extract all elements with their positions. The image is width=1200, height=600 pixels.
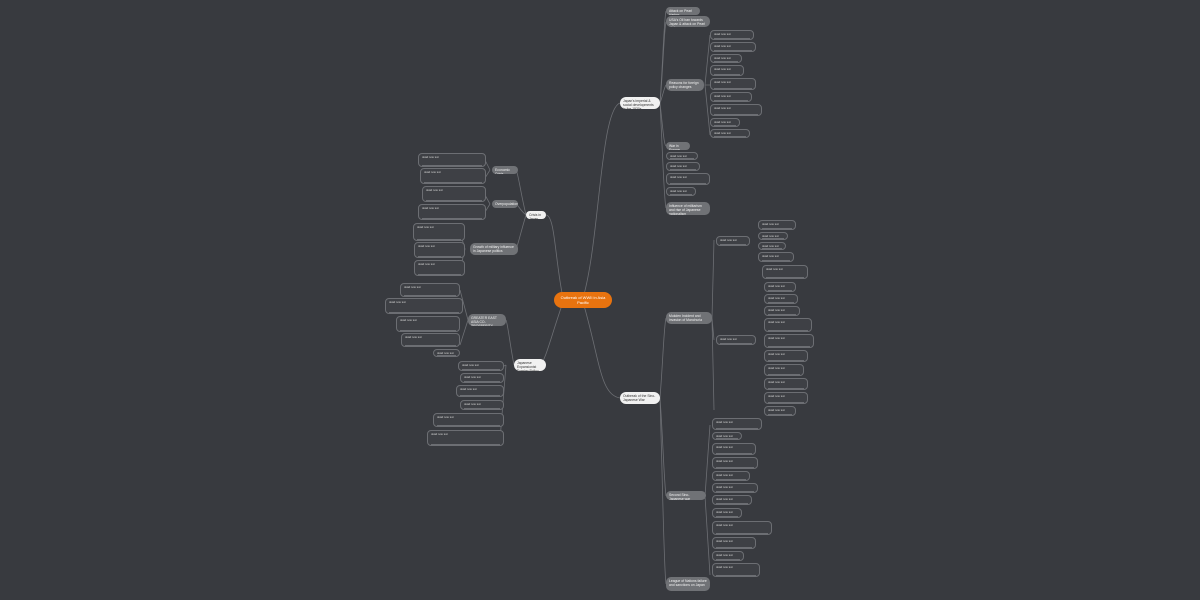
topic-oil-ban[interactable]: USA's Oil ban towards Japan & attack on … [666, 16, 710, 27]
leaf-note[interactable]: detail note text [712, 443, 756, 455]
leaf-note[interactable]: detail note text [414, 242, 465, 258]
topic-mukden[interactable]: Mukden Incident and invasion of Manchuri… [666, 312, 712, 324]
leaf-note[interactable]: detail note text [764, 378, 808, 390]
leaf-note[interactable]: detail note text [427, 430, 504, 446]
leaf-note[interactable]: detail note text [433, 349, 460, 357]
leaf-note[interactable]: detail note text [762, 265, 808, 279]
leaf-note[interactable]: detail note text [764, 294, 798, 304]
topic-war-in-europe[interactable]: War in Europe [666, 142, 690, 150]
branch-crisis-japan[interactable]: Crisis in Japan [526, 211, 546, 219]
leaf-note[interactable]: detail note text [710, 118, 740, 127]
leaf-note[interactable]: detail note text [433, 413, 504, 427]
leaf-note[interactable]: detail note text [764, 364, 804, 376]
leaf-note[interactable]: detail note text [712, 495, 752, 505]
leaf-note[interactable]: detail note text [712, 432, 742, 440]
topic-military-influence[interactable]: Growth of military influence in Japanese… [470, 243, 518, 255]
leaf-note[interactable]: detail note text [420, 168, 486, 184]
leaf-note[interactable]: detail note text [764, 392, 808, 404]
leaf-note[interactable]: detail note text [401, 333, 460, 347]
branch-japan-1930s[interactable]: Japan's imperial & social developments i… [620, 97, 660, 109]
leaf-note[interactable]: detail note text [413, 223, 465, 241]
leaf-note[interactable]: detail note text [764, 334, 814, 348]
leaf-note[interactable]: detail note text [764, 282, 796, 292]
leaf-note[interactable]: detail note text [758, 242, 786, 250]
leaf-note[interactable]: detail note text [710, 129, 750, 138]
leaf-note[interactable]: detail note text [716, 236, 750, 246]
leaf-note[interactable]: detail note text [418, 153, 486, 167]
leaf-note[interactable]: detail note text [712, 457, 758, 469]
topic-overpopulation[interactable]: Overpopulation [492, 200, 518, 208]
leaf-note[interactable]: detail note text [712, 537, 756, 549]
topic-league-failure[interactable]: League of Nations failure and sanctions … [666, 577, 710, 591]
leaf-note[interactable]: detail note text [456, 385, 504, 397]
leaf-note[interactable]: detail note text [712, 551, 744, 561]
topic-foreign-policy[interactable]: Reasons for foreign policy changes [666, 79, 704, 91]
topic-pearl-harbor[interactable]: Attack on Pearl Harbor [666, 7, 700, 15]
leaf-note[interactable]: detail note text [712, 563, 760, 577]
leaf-note[interactable]: detail note text [710, 65, 744, 76]
leaf-note[interactable]: detail note text [764, 406, 796, 416]
leaf-note[interactable]: detail note text [414, 260, 465, 276]
leaf-note[interactable]: detail note text [710, 42, 756, 52]
leaf-note[interactable]: detail note text [460, 373, 504, 383]
leaf-note[interactable]: detail note text [710, 78, 756, 90]
leaf-note[interactable]: detail note text [758, 220, 796, 230]
topic-militarism[interactable]: Influence of militarism and rise of Japa… [666, 202, 710, 215]
leaf-note[interactable]: detail note text [758, 232, 788, 240]
leaf-note[interactable]: detail note text [710, 54, 742, 63]
leaf-note[interactable]: detail note text [666, 152, 698, 160]
leaf-note[interactable]: detail note text [666, 187, 696, 196]
leaf-note[interactable]: detail note text [418, 204, 486, 220]
leaf-note[interactable]: detail note text [712, 483, 758, 493]
topic-co-prosperity-sphere[interactable]: GREATER EAST ASIA CO-PROSPERITY SPHERE [468, 314, 506, 326]
leaf-note[interactable]: detail note text [666, 162, 700, 171]
branch-sino-japanese-war[interactable]: Outbreak of the Sino-Japanese War [620, 392, 660, 404]
leaf-note[interactable]: detail note text [666, 173, 710, 185]
topic-economic-crisis[interactable]: Economic Crisis [492, 166, 518, 174]
leaf-note[interactable]: detail note text [710, 92, 752, 102]
leaf-note[interactable]: detail note text [396, 316, 460, 332]
leaf-note[interactable]: detail note text [385, 298, 463, 314]
topic-second-war[interactable]: Second Sino-Japanese war [666, 491, 706, 500]
leaf-note[interactable]: detail note text [764, 318, 812, 332]
branch-expansionist-policy[interactable]: Japanese Expansionist Foreign Policy [514, 359, 546, 371]
leaf-note[interactable]: detail note text [764, 306, 800, 316]
leaf-note[interactable]: detail note text [758, 252, 794, 262]
leaf-note[interactable]: detail note text [710, 104, 762, 116]
leaf-note[interactable]: detail note text [712, 521, 772, 535]
leaf-note[interactable]: detail note text [712, 418, 762, 430]
leaf-note[interactable]: detail note text [422, 186, 486, 202]
leaf-note[interactable]: detail note text [400, 283, 460, 297]
leaf-note[interactable]: detail note text [764, 350, 808, 362]
leaf-note[interactable]: detail note text [460, 400, 504, 410]
root-topic[interactable]: Outbreak of WWII in Asia Pacific [554, 292, 612, 308]
leaf-note[interactable]: detail note text [712, 471, 750, 481]
leaf-note[interactable]: detail note text [712, 508, 742, 518]
leaf-note[interactable]: detail note text [458, 361, 504, 371]
leaf-note[interactable]: detail note text [710, 30, 754, 40]
leaf-note[interactable]: detail note text [716, 335, 756, 345]
